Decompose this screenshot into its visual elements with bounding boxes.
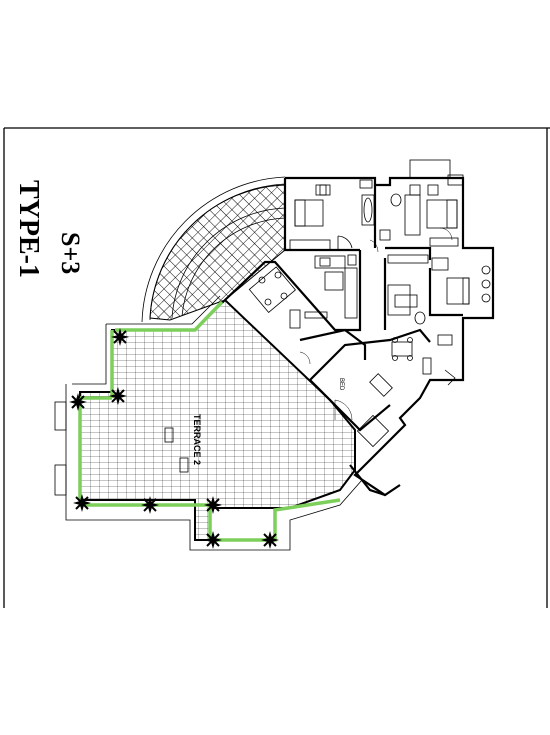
main-terrace xyxy=(54,295,363,551)
plant-icon xyxy=(204,496,222,514)
interior-walls xyxy=(224,159,495,497)
bedroom-1 xyxy=(289,184,353,251)
bathroom-1 xyxy=(361,193,402,241)
terrace-label-group: TERRACE 2 xyxy=(164,414,202,473)
plant-icons xyxy=(69,328,279,549)
bathroom-2 xyxy=(387,254,429,325)
plant-icon xyxy=(261,531,279,549)
pergola-area xyxy=(141,176,286,323)
bedroom-3 xyxy=(431,257,491,305)
plant-icon xyxy=(204,531,222,549)
title-block: S+3 TYPE-1 xyxy=(13,180,85,278)
plant-icon xyxy=(69,393,87,411)
plant-icon xyxy=(109,387,127,405)
plant-icon xyxy=(73,494,91,512)
bedroom-2 xyxy=(404,184,459,247)
plant-icon xyxy=(141,496,159,514)
room-label: BED xyxy=(338,378,344,391)
drawing-frame xyxy=(3,127,550,608)
unit-code-label: S+3 xyxy=(56,232,85,274)
living-room xyxy=(248,254,358,329)
unit-type-label: TYPE-1 xyxy=(13,180,44,278)
kitchen xyxy=(356,334,456,448)
door-swings xyxy=(299,227,453,421)
terrace-label: TERRACE 2 xyxy=(192,414,202,465)
plant-icon xyxy=(111,328,129,346)
